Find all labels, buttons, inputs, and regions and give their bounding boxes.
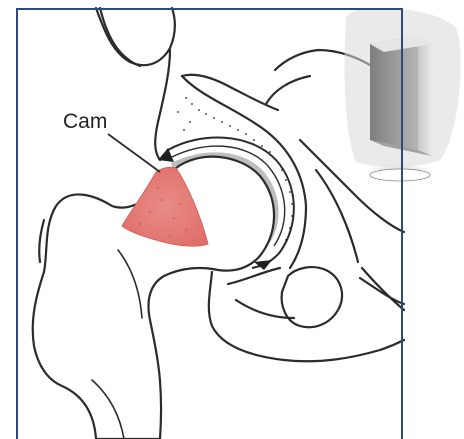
cam-label: Cam	[63, 110, 107, 134]
image-frame	[16, 8, 403, 439]
